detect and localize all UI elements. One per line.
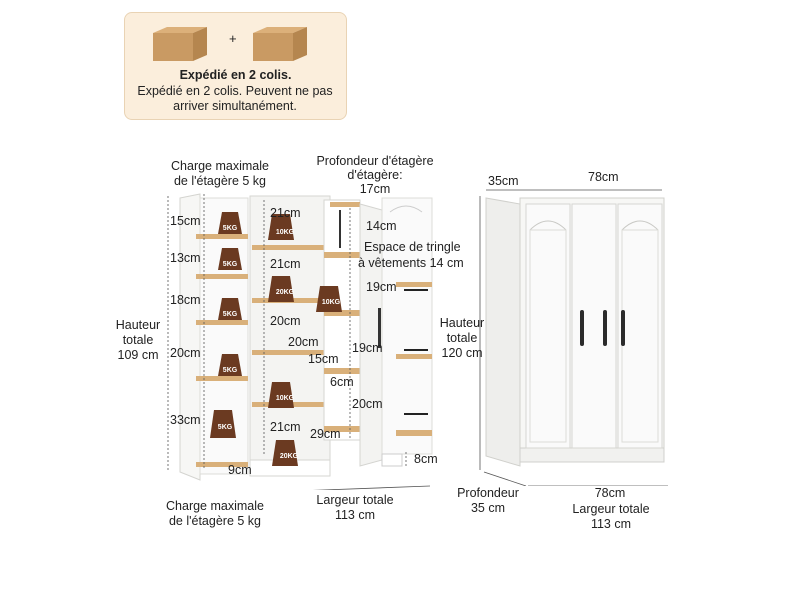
svg-text:5KG: 5KG [223,225,238,232]
open-cabinet-illustration: 5KG 5KG 5KG 5KG 5KG 10KG 20KG 10KG 10KG … [167,193,433,490]
rod-space-line2: à vêtements 14 cm [358,256,464,270]
dim-right-7: 6cm [330,375,354,389]
dim-center-4: 20cm [288,335,319,349]
dim-center-6: 9cm [228,463,252,477]
plus-sign: + [229,31,237,46]
svg-text:10KG: 10KG [322,299,341,306]
svg-text:20KG: 20KG [276,289,295,296]
svg-text:10KG: 10KG [276,395,295,402]
right-depth-line1: Profondeur [457,486,519,500]
shelf-depth-line2: d'étagère: [347,168,403,182]
dim-right-1: 14cm [366,219,397,233]
svg-text:10KG: 10KG [276,229,295,236]
shipping-banner: + Expédié en 2 colis. Expédié en 2 colis… [124,12,347,120]
cardboard-box-icon [153,27,207,61]
dim-right-6: 15cm [308,352,339,366]
right-width: 78cm [594,486,626,500]
svg-text:5KG: 5KG [223,261,238,268]
dim-right-2: 19cm [366,280,397,294]
right-top-width: 78cm [588,170,619,184]
closed-cabinet-illustration [479,189,668,486]
right-total-width-line1: Largeur totale [572,502,650,516]
left-total-width-line2: 113 cm [334,508,376,522]
svg-text:5KG: 5KG [218,424,233,431]
left-total-height-line1: Hauteur [115,318,161,332]
shipping-title: Expédié en 2 colis. [179,68,292,82]
right-total-height-line1: Hauteur [439,316,485,330]
right-total-width-line2: 113 cm [590,517,632,531]
dim-left-1: 15cm [170,214,201,228]
dim-right-4: 20cm [352,397,383,411]
cardboard-box-icon [253,27,307,61]
dim-left-5: 33cm [170,413,201,427]
right-top-depth: 35cm [488,174,519,188]
dim-center-2: 21cm [270,257,301,271]
dim-base-height: 8cm [414,452,438,466]
dim-right-5: 29cm [310,427,341,441]
svg-text:5KG: 5KG [223,367,238,374]
right-total-height-line3: 120 cm [441,346,483,360]
shelf-depth-line3: 17cm [359,182,391,196]
max-load-top-line2: de l'étagère 5 kg [173,174,267,188]
dim-center-1: 21cm [270,206,301,220]
dim-center-3: 20cm [270,314,301,328]
rod-space-line1: Espace de tringle [364,240,461,254]
dim-left-4: 20cm [170,346,201,360]
max-load-bottom-line2: de l'étagère 5 kg [168,514,262,528]
left-total-height-line2: totale [122,333,154,347]
dim-left-2: 13cm [170,251,201,265]
dim-right-3: 19cm [352,341,383,355]
svg-text:5KG: 5KG [223,311,238,318]
dim-left-3: 18cm [170,293,201,307]
shipping-text: Expédié en 2 colis. Peuvent ne pas arriv… [137,84,333,113]
left-total-width-line1: Largeur totale [316,493,394,507]
right-depth-line2: 35 cm [470,501,506,515]
left-total-height-line3: 109 cm [117,348,159,362]
max-load-bottom-line1: Charge maximale [166,499,264,513]
right-total-height-line2: totale [446,331,478,345]
shelf-depth-line1: Profondeur d'étagère [316,154,434,168]
dim-center-5: 21cm [270,420,301,434]
max-load-top-line1: Charge maximale [171,159,269,173]
svg-text:20KG: 20KG [280,453,299,460]
